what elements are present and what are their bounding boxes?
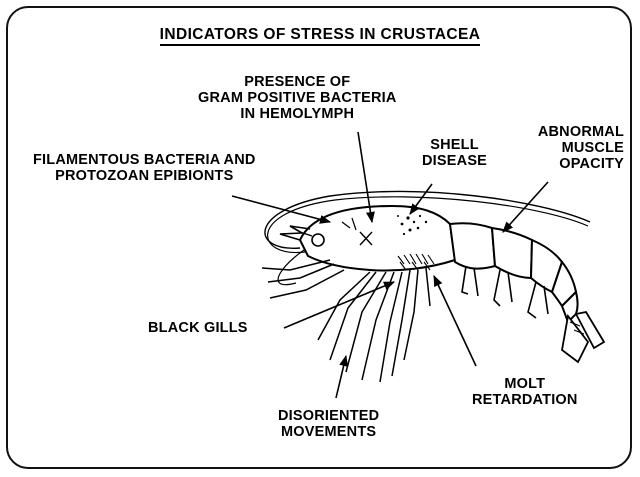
eye (312, 234, 324, 246)
label-disoriented: DISORIENTED MOVEMENTS (278, 408, 379, 440)
abdomen-segment (492, 228, 532, 278)
label-muscle-opacity: ABNORMAL MUSCLE OPACITY (514, 124, 624, 172)
arrow-black-gills (284, 282, 394, 328)
arrow-disoriented (336, 356, 346, 398)
abdomen-segment (450, 223, 495, 268)
arrow-molt-retardation (434, 276, 476, 366)
label-shell-disease: SHELL DISEASE (422, 137, 487, 169)
label-molt-retardation: MOLT RETARDATION (472, 376, 578, 408)
arrow-filamentous (232, 196, 330, 222)
label-filamentous: FILAMENTOUS BACTERIA AND PROTOZOAN EPIBI… (33, 152, 256, 184)
legs (262, 260, 430, 382)
label-black-gills: BLACK GILLS (148, 320, 248, 336)
label-gram-positive: PRESENCE OF GRAM POSITIVE BACTERIA IN HE… (198, 74, 397, 122)
